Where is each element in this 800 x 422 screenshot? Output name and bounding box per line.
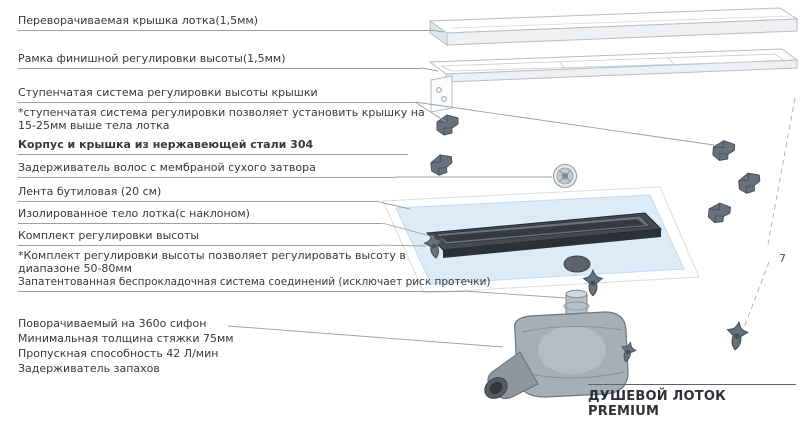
- label-insulated-body: Изолированное тело лотка(с наклоном): [18, 207, 382, 224]
- label-cover-text: Переворачиваемая крышка лотка(1,5мм): [18, 14, 430, 31]
- label-patented-joints: Запатентованная беспрокладочная система …: [18, 275, 491, 292]
- cover-plate: [428, 7, 799, 46]
- label-patented-joints-text: Запатентованная беспрокладочная система …: [18, 275, 491, 292]
- label-butyl-tape-text: Лента бутиловая (20 см): [18, 185, 375, 202]
- label-frame: Рамка финишной регулировки высоты(1,5мм): [18, 52, 422, 69]
- callout-number: 7: [779, 252, 786, 265]
- label-step-system: Ступенчатая система регулировки высоты к…: [18, 86, 425, 132]
- label-siphon-line-4: Задерживатель запахов: [18, 362, 160, 375]
- siphon: [484, 289, 638, 400]
- label-height-kit: Комплект регулировки высоты *Комплект ре…: [18, 229, 406, 275]
- product-title: ДУШЕВОЙ ЛОТОК PREMIUM: [588, 384, 796, 419]
- label-step-system-note: *ступенчатая система регулировки позволя…: [18, 106, 425, 132]
- label-steel-body-text: Корпус и крышка из нержавеющей стали 304: [18, 138, 408, 155]
- height-frame: [428, 48, 799, 113]
- label-siphon-line-3: Пропускная способность 42 Л/мин: [18, 347, 219, 360]
- channel-body: [425, 212, 663, 258]
- label-steel-body: Корпус и крышка из нержавеющей стали 304: [18, 138, 408, 155]
- drain-outlet: [563, 255, 591, 273]
- label-siphon-line-1: Поворачиваемый на 360o сифон: [18, 317, 207, 330]
- label-butyl-tape: Лента бутиловая (20 см): [18, 185, 375, 202]
- label-hair-trap-text: Задерживатель волос с мембраной сухого з…: [18, 161, 395, 178]
- label-height-kit-text: Комплект регулировки высоты: [18, 229, 380, 246]
- leader-lines: [227, 29, 715, 348]
- label-step-system-text: Ступенчатая система регулировки высоты к…: [18, 86, 415, 103]
- label-siphon-line-2: Минимальная толщина стяжки 75мм: [18, 332, 234, 345]
- hair-trap-icon: [553, 164, 577, 188]
- label-frame-text: Рамка финишной регулировки высоты(1,5мм): [18, 52, 422, 69]
- dashed-guides: [743, 97, 796, 329]
- label-height-kit-note: *Комплект регулировки высоты позволяет р…: [18, 249, 406, 275]
- label-cover: Переворачиваемая крышка лотка(1,5мм): [18, 14, 430, 31]
- label-siphon-block: Поворачиваемый на 360o сифон Минимальная…: [18, 316, 338, 376]
- label-hair-trap: Задерживатель волос с мембраной сухого з…: [18, 161, 395, 178]
- label-insulated-body-text: Изолированное тело лотка(с наклоном): [18, 207, 382, 224]
